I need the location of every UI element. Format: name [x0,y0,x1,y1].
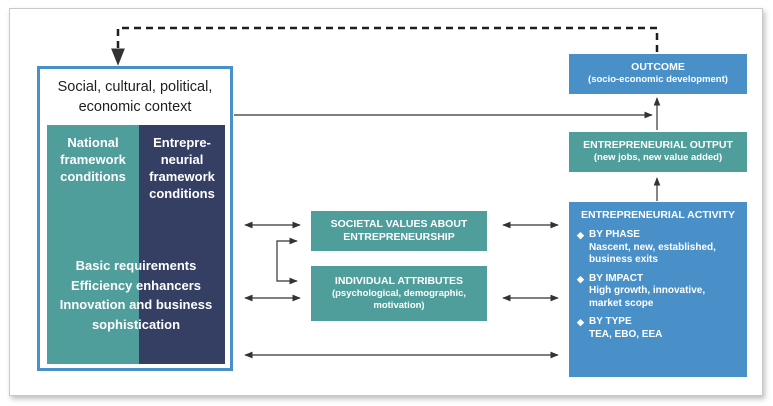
individual-attributes-box: INDIVIDUAL ATTRIBUTES (psychological, de… [311,266,487,321]
section-head: BY IMPACT [589,272,644,284]
context-title-line: economic context [78,99,192,115]
activity-section-type: ◆ BY TYPE TEA, EBO, EEA [577,316,739,341]
context-title: Social, cultural, political, economic co… [40,77,230,117]
box-sub: (socio-economic development) [588,74,728,86]
entrepreneurial-output-box: ENTREPRENEURIAL OUTPUT (new jobs, new va… [569,132,747,172]
activity-title: ENTREPRENEURIAL ACTIVITY [580,209,735,221]
box-sub: (new jobs, new value added) [593,152,723,164]
entrepreneurial-framework-column [139,125,225,364]
societal-values-box: SOCIETAL VALUES ABOUT ENTREPRENEURSHIP [311,211,487,251]
national-framework-column [47,125,139,364]
section-line: market scope [589,297,654,309]
entrepreneurial-framework-label: Entrepre- neurial framework conditions [139,134,225,202]
condition-item: sophistication [91,316,181,332]
label-line: conditions [149,186,215,201]
box-line: SOCIETAL VALUES ABOUT [330,218,468,230]
outcome-box: OUTCOME (socio-economic development) [569,54,747,94]
conditions-list: Basic requirements Efficiency enhancers … [47,256,225,334]
section-line: Nascent, new, established, [589,241,716,253]
section-line: business exits [589,254,658,265]
societal-individual-bracket [276,237,298,285]
label-line: framework [60,152,126,167]
condition-item: Innovation and business [59,297,213,312]
label-line: framework [149,169,215,184]
label-line: Entrepre- [153,135,211,150]
box-line: ENTREPRENEURSHIP [343,231,455,243]
box-sub: (psychological, demographic, [331,287,467,299]
diamond-bullet-icon: ◆ [577,273,584,284]
box-title: OUTCOME [631,61,685,74]
section-head: BY PHASE [589,229,640,240]
section-head: BY TYPE [589,316,632,327]
section-line: High growth, innovative, [589,285,706,296]
box-title: INDIVIDUAL ATTRIBUTES [334,274,464,287]
label-line: neurial [160,152,204,167]
box-title: ENTREPRENEURIAL OUTPUT [583,139,733,152]
context-title-line: Social, cultural, political, [57,79,213,95]
activity-section-impact: ◆ BY IMPACT High growth, innovative, mar… [577,273,739,311]
activity-section-phase: ◆ BY PHASE Nascent, new, established, bu… [577,229,739,267]
feedback-dashed-arrow [111,26,659,66]
label-line: National [67,135,119,150]
box-sub: motivation) [373,300,425,311]
entrepreneurial-activity-box: ENTREPRENEURIAL ACTIVITY ◆ BY PHASE Nasc… [569,202,747,377]
condition-item: Efficiency enhancers [70,277,202,293]
diamond-bullet-icon: ◆ [577,230,584,240]
diamond-bullet-icon: ◆ [577,317,584,327]
national-framework-label: National framework conditions [47,134,139,185]
label-line: conditions [60,169,126,184]
condition-item: Basic requirements [75,258,197,273]
section-line: TEA, EBO, EEA [589,328,663,340]
